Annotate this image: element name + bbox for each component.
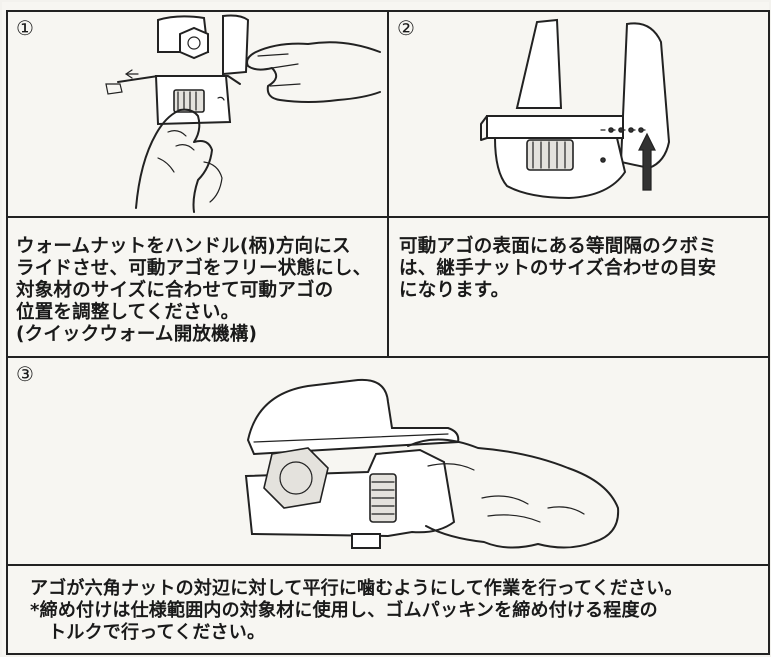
panel-3-number: ③ (16, 362, 34, 386)
wrench-adjust-illustration (105, 14, 381, 213)
panel-3-illustration: ③ (8, 356, 768, 564)
panel-2-illustration: ② (389, 12, 768, 216)
panel-1-number: ① (16, 16, 34, 40)
instruction-grid: ① (6, 10, 770, 655)
jaw-marks-illustration (480, 18, 671, 200)
panel-1-caption-cell: ウォームナットをハンドル(柄)方向にス ライドさせ、可動アゴをフリー状態にし、 … (8, 216, 389, 356)
panel-2-caption: 可動アゴの表面にある等間隔のクボミ は、継手ナットのサイズ合わせの目安 になりま… (399, 236, 717, 301)
panel-2-caption-cell: 可動アゴの表面にある等間隔のクボミ は、継手ナットのサイズ合わせの目安 になりま… (389, 216, 768, 356)
nut-tightening-illustration (244, 378, 620, 549)
panel-3-caption: アゴが六角ナットの対辺に対して平行に噛むようにして作業を行ってください。 *締め… (30, 578, 683, 643)
panel-3-caption-cell: アゴが六角ナットの対辺に対して平行に噛むようにして作業を行ってください。 *締め… (8, 564, 768, 653)
panel-1-caption: ウォームナットをハンドル(柄)方向にス ライドさせ、可動アゴをフリー状態にし、 … (16, 236, 372, 345)
panel-1-illustration: ① (8, 12, 389, 216)
panel-2-number: ② (397, 16, 415, 40)
